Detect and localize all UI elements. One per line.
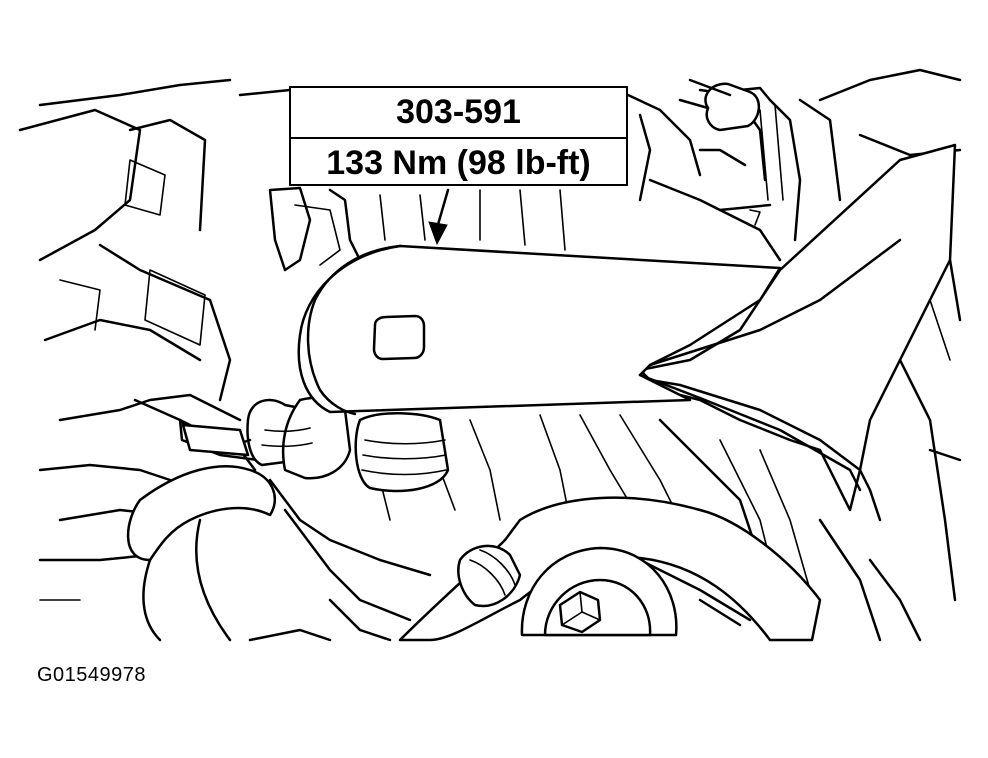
torque-callout-box: 303-591 133 Nm (98 lb-ft) — [289, 86, 628, 186]
lower-hose-and-pulley — [398, 496, 822, 642]
figure-id-label: G01549978 — [37, 664, 147, 686]
callout-arrow — [428, 188, 450, 246]
torque-spec-label: 133 Nm (98 lb-ft) — [326, 144, 591, 182]
hose-connectors — [178, 396, 450, 493]
left-hose — [126, 465, 277, 642]
special-tool — [297, 238, 902, 492]
lower-frame-lines — [39, 599, 332, 642]
tool-number-label: 303-591 — [291, 88, 626, 139]
